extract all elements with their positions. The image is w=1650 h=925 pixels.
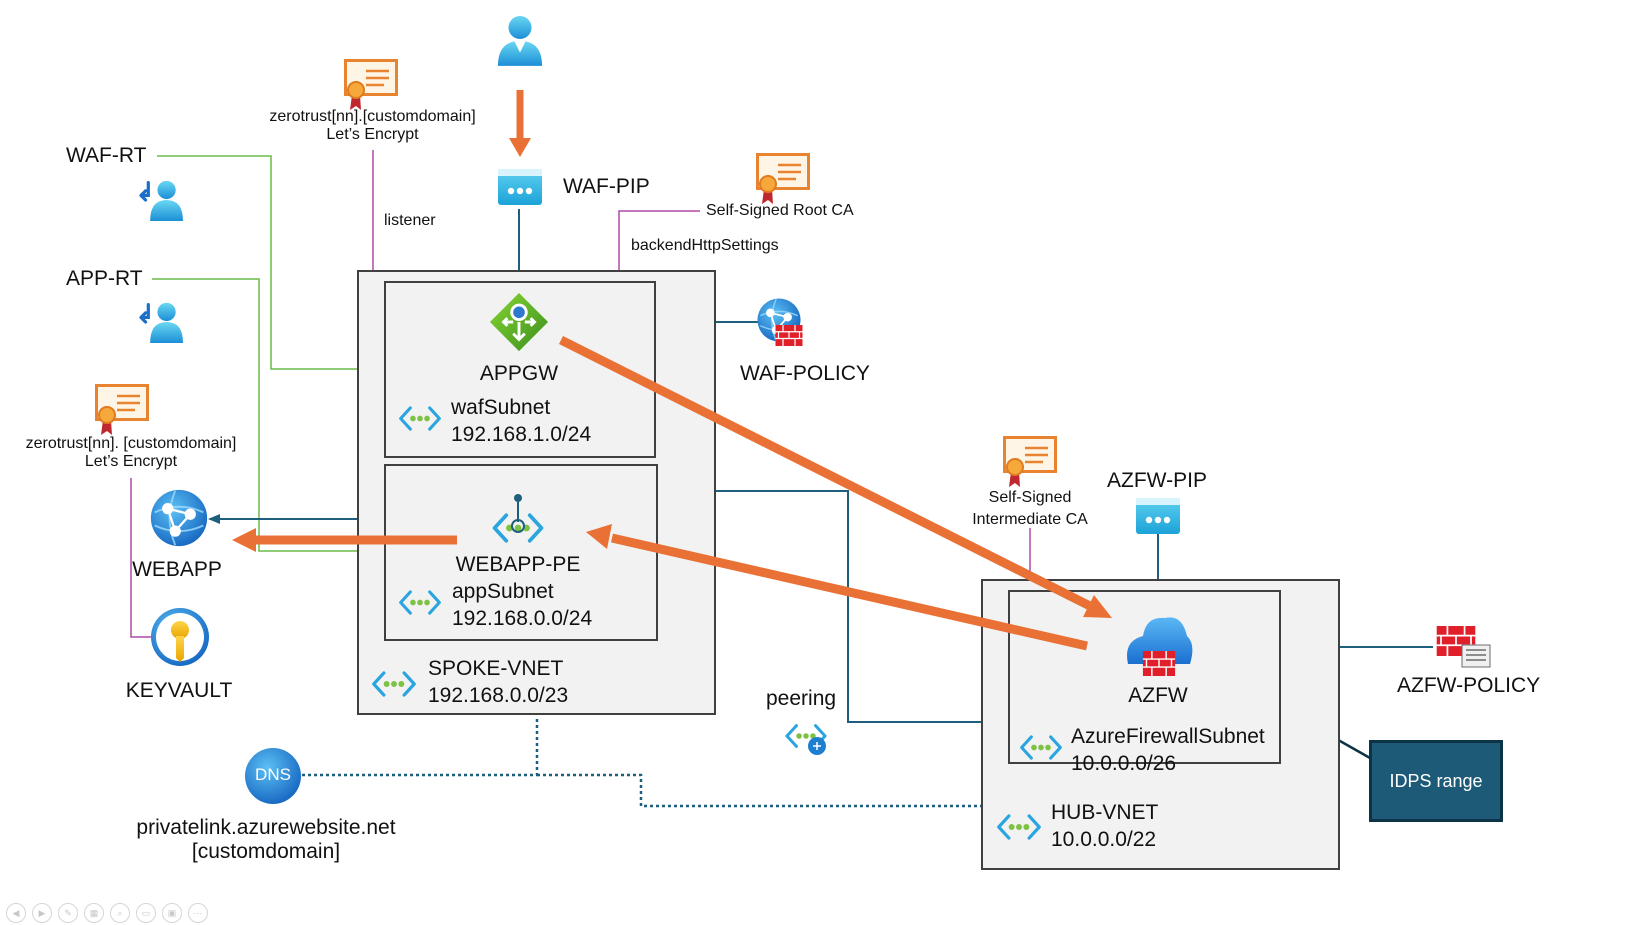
firewall-to-pe-arrowhead — [586, 524, 612, 549]
route-table-icon — [139, 179, 185, 221]
certificate-icon — [344, 59, 398, 111]
route-table-icon — [139, 301, 185, 343]
azfw-label: AZFW — [1128, 684, 1188, 707]
app-subnet-cidr: 192.168.0.0/24 — [452, 607, 593, 630]
webapp-certificate-label: zerotrust[nn]. [customdomain] Let’s Encr… — [5, 435, 257, 472]
more-options-button[interactable]: ⋯ — [188, 903, 208, 923]
traffic-flow-arrows — [232, 90, 1112, 651]
intermediate-ca-line1: Self-Signed — [988, 489, 1072, 506]
appgw-label: APPGW — [479, 362, 559, 385]
user-icon — [497, 16, 543, 66]
key-vault-icon — [151, 608, 209, 666]
certificate-icon — [95, 384, 149, 436]
azfw-policy-label: AZFW-POLICY — [1397, 674, 1541, 697]
spoke-hub-peering-link — [715, 490, 982, 723]
firewall-subnet-name: AzureFirewallSubnet — [1071, 725, 1265, 748]
peering-label: peering — [766, 687, 837, 710]
appgw-to-firewall-flow-arrow — [558, 335, 1093, 611]
next-slide-button[interactable]: ▶ — [32, 903, 52, 923]
waf-public-ip-label: WAF-PIP — [563, 175, 650, 198]
waf-subnet-box — [384, 281, 656, 458]
certificate-icon — [756, 153, 810, 205]
firewall-policy-icon — [1435, 626, 1491, 668]
vnet-icon — [399, 406, 441, 431]
dns-icon-text: DNS — [255, 765, 291, 784]
webapp-certificate-domain: zerotrust[nn]. [customdomain] — [25, 435, 237, 452]
webapp-certificate-issuer: Let’s Encrypt — [84, 453, 178, 471]
firewall-to-pe-flow-arrow — [611, 533, 1088, 651]
root-ca-label: Self-Signed Root CA — [706, 202, 854, 219]
webapp-cert-link — [130, 478, 151, 638]
idps-range-label: IDPS range — [1389, 770, 1483, 791]
web-app-icon — [149, 488, 209, 548]
hub-vnet-cidr: 10.0.0.0/22 — [1051, 828, 1157, 851]
vnet-icon — [1020, 735, 1062, 760]
zoom-button[interactable]: ⌕ — [110, 903, 130, 923]
app-rt-route-link — [152, 278, 384, 552]
azfw-public-ip-label: AZFW-PIP — [1107, 469, 1207, 492]
waf-policy-icon — [756, 297, 803, 346]
idps-range-box: IDPS range — [1369, 740, 1503, 822]
camera-button[interactable]: ▣ — [162, 903, 182, 923]
app-subnet-name: appSubnet — [452, 580, 554, 603]
public-ip-icon — [1136, 498, 1180, 534]
pe-to-webapp-arrowhead — [208, 514, 220, 524]
dns-zone-suffix: [customdomain] — [191, 840, 341, 864]
public-ip-icon — [498, 169, 542, 205]
see-all-slides-button[interactable]: ▦ — [84, 903, 104, 923]
dns-zone-icon — [245, 748, 301, 804]
intermediate-ca-line2: Intermediate CA — [972, 510, 1088, 528]
pen-tool-button[interactable]: ✎ — [58, 903, 78, 923]
waf-subnet-name: wafSubnet — [451, 396, 551, 419]
listener-certificate-issuer: Let’s Encrypt — [326, 126, 419, 144]
appgw-to-firewall-arrowhead — [1083, 595, 1112, 618]
vnet-icon — [997, 814, 1041, 840]
subtitles-button[interactable]: ▭ — [136, 903, 156, 923]
webapp-label: WEBAPP — [132, 558, 222, 581]
hub-vnet-name: HUB-VNET — [1051, 801, 1159, 824]
dns-zone-label: privatelink.azurewebsite.net [customdoma… — [106, 816, 426, 864]
spoke-vnet-cidr: 192.168.0.0/23 — [428, 684, 569, 707]
listener-certificate-domain: zerotrust[nn].[customdomain] — [269, 108, 476, 125]
waf-subnet-cidr: 192.168.1.0/24 — [451, 423, 592, 446]
spoke-vnet-name: SPOKE-VNET — [428, 657, 564, 680]
waf-route-table-label: WAF-RT — [66, 144, 147, 167]
previous-slide-button[interactable]: ◀ — [6, 903, 26, 923]
keyvault-label: KEYVAULT — [125, 679, 233, 702]
application-gateway-icon — [488, 291, 550, 353]
firewall-subnet-box — [1008, 590, 1281, 764]
intermediate-ca-label: Self-Signed Intermediate CA — [950, 487, 1110, 530]
vnet-icon — [399, 590, 441, 615]
waf-rt-route-link — [157, 155, 384, 370]
private-endpoint-icon — [492, 494, 544, 543]
waf-policy-label: WAF-POLICY — [740, 362, 870, 385]
firewall-icon — [1127, 617, 1193, 676]
vnet-icon — [372, 671, 416, 697]
user-to-pip-arrowhead — [509, 138, 531, 157]
dns-zone-name: privatelink.azurewebsite.net — [136, 816, 396, 839]
listener-certificate-label: zerotrust[nn].[customdomain] Let’s Encry… — [250, 108, 495, 145]
slideshow-controls: ◀ ▶ ✎ ▦ ⌕ ▭ ▣ ⋯ — [6, 903, 208, 923]
webapp-private-endpoint-label: WEBAPP-PE — [455, 553, 581, 576]
app-route-table-label: APP-RT — [66, 267, 143, 290]
certificate-icon — [1003, 436, 1057, 488]
pe-to-webapp-arrowhead-orange — [232, 528, 256, 552]
listener-label: listener — [384, 212, 436, 229]
backend-http-settings-label: backendHttpSettings — [631, 237, 779, 254]
peering-icon — [785, 724, 827, 755]
firewall-subnet-cidr: 10.0.0.0/26 — [1071, 752, 1177, 775]
